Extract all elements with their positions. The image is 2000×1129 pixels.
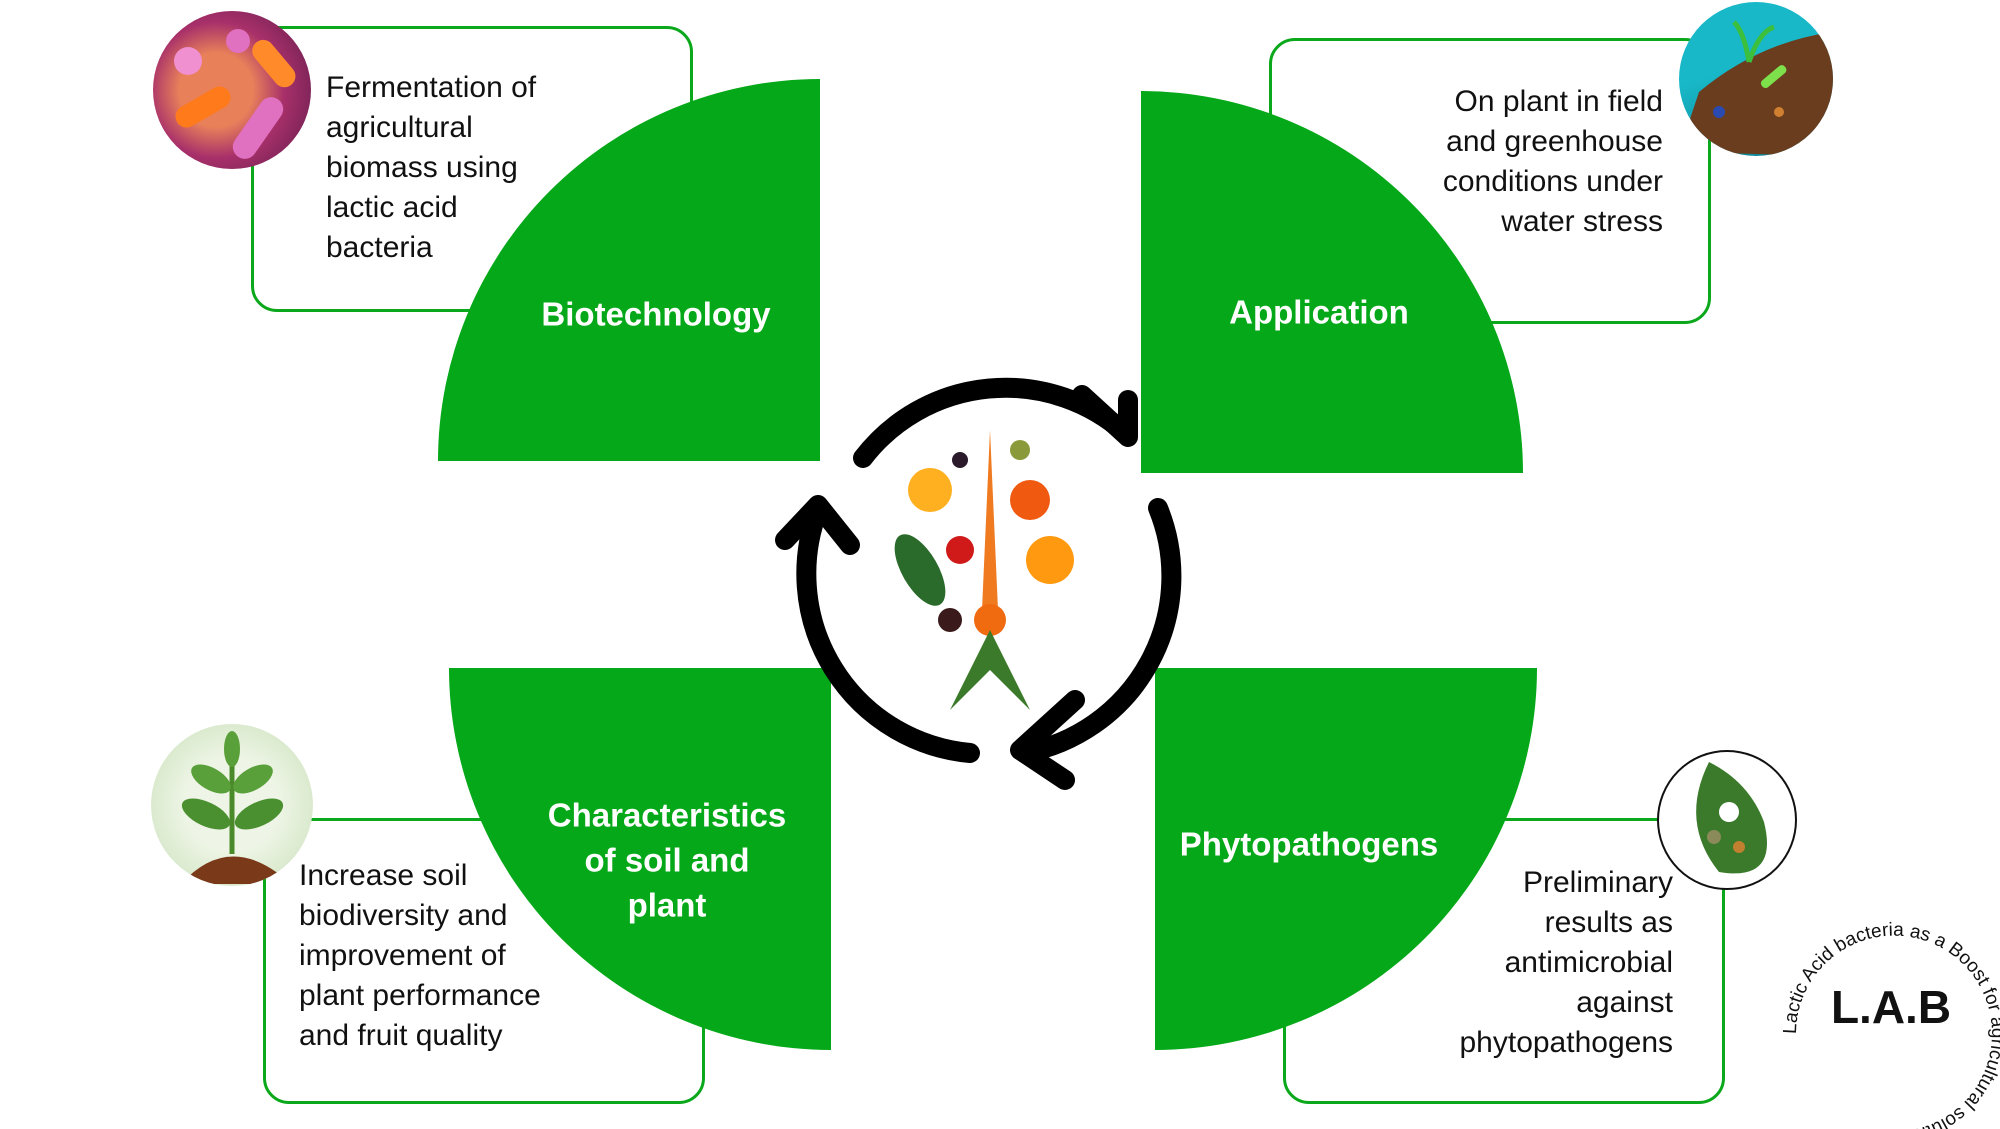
characteristics-description: Increase soil biodiversity and improveme… — [299, 859, 541, 1052]
phytopathogens-title: Phytopathogens — [1179, 825, 1439, 863]
soil-plant-image — [1679, 2, 1833, 156]
phytopathogens-description: Preliminary results as antimicrobial aga… — [1459, 866, 1673, 1059]
lab-logo: Lactic Acid bacteria as a Boost for agri… — [1780, 919, 2000, 1129]
application-title: Application — [1229, 293, 1409, 331]
bacteria-image — [153, 11, 311, 169]
biotechnology-title: Biotechnology — [541, 295, 771, 333]
biotechnology-description: Fermentation of agricultural biomass usi… — [326, 71, 537, 264]
fruit-vegetables-icon — [894, 430, 1074, 710]
seedling-icon — [181, 731, 291, 884]
fruit-vegetable-waste-image — [870, 420, 1110, 720]
characteristics-title: Characteristics of soil and plant — [547, 796, 787, 924]
leaf-icon — [1696, 762, 1767, 874]
seedling-image — [151, 724, 313, 886]
logo-title: L.A.B — [1831, 981, 1951, 1033]
soil-icon — [1679, 20, 1833, 156]
bacteria-icon — [174, 29, 296, 159]
infected-leaf-image — [1657, 750, 1797, 890]
application-description: On plant in field and greenhouse conditi… — [1442, 85, 1663, 238]
